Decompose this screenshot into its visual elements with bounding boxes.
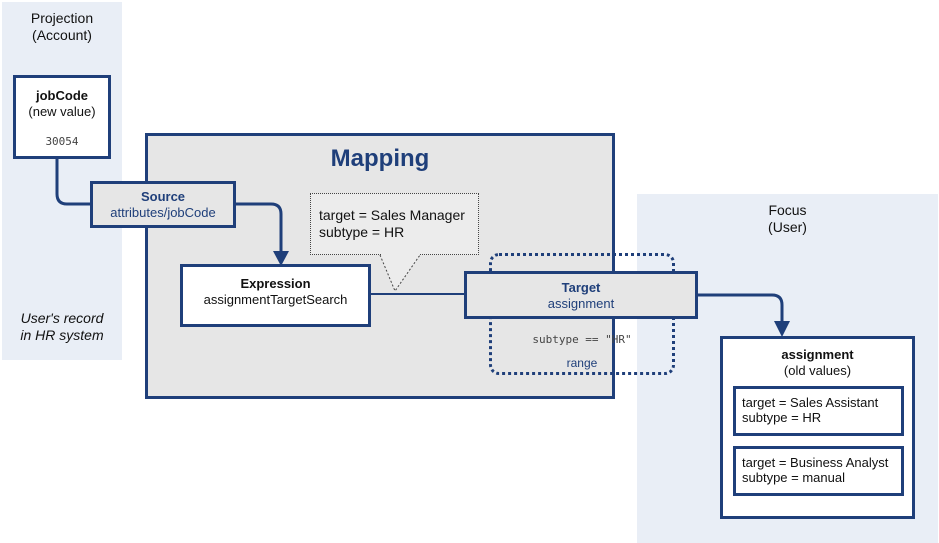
callout-tail-join: [381, 253, 419, 256]
projection-title-line1: Projection: [30, 10, 94, 26]
jobcode-to-source-line: [55, 158, 92, 206]
source-title: Source: [140, 189, 186, 204]
projection-title-line2: (Account): [32, 27, 92, 43]
callout-line1: target = Sales Manager: [319, 207, 465, 223]
expression-title: Expression: [240, 276, 311, 291]
projection-note-line2: in HR system: [20, 327, 104, 343]
assignment-value-line2: subtype = HR: [742, 410, 822, 425]
projection-note: User's record in HR system: [2, 310, 122, 344]
target-to-assignment-arrow: [697, 293, 784, 322]
jobcode-subtitle: (new value): [28, 104, 96, 119]
assignment-value-item: target = Sales Assistant subtype = HR: [733, 386, 904, 436]
assignment-box: assignment (old values) target = Sales A…: [720, 336, 915, 519]
callout-tail: [379, 254, 421, 293]
projection-title: Projection (Account): [2, 10, 122, 44]
source-box: Source attributes/jobCode: [90, 181, 236, 228]
callout-bubble: target = Sales Manager subtype = HR: [310, 193, 479, 255]
assignment-subtitle: (old values): [783, 363, 852, 378]
focus-title: Focus (User): [637, 202, 938, 236]
focus-title-line2: (User): [768, 219, 807, 235]
source-to-expression-arrowhead: [273, 251, 289, 266]
projection-note-line1: User's record: [20, 310, 104, 326]
assignment-value-line1: target = Business Analyst: [742, 455, 889, 470]
focus-title-line1: Focus: [768, 202, 807, 218]
assignment-value-line1: target = Sales Assistant: [742, 395, 879, 410]
assignment-value-line2: subtype = manual: [742, 470, 845, 485]
mapping-title: Mapping: [330, 145, 430, 172]
jobcode-value: 30054: [45, 135, 79, 148]
assignment-value-item: target = Business Analyst subtype = manu…: [733, 446, 904, 496]
target-to-assignment-arrowhead: [774, 321, 790, 337]
expression-box: Expression assignmentTargetSearch: [180, 264, 371, 327]
expression-name: assignmentTargetSearch: [203, 292, 348, 307]
target-box: Target assignment: [464, 271, 698, 319]
source-path: attributes/jobCode: [110, 205, 216, 220]
assignment-title: assignment: [781, 347, 854, 362]
jobcode-title: jobCode: [36, 88, 88, 103]
range-condition: subtype == "HR": [532, 333, 632, 346]
range-label: range: [566, 356, 598, 370]
target-path: assignment: [547, 296, 615, 311]
callout-line2: subtype = HR: [319, 224, 405, 240]
jobcode-box: jobCode (new value) 30054: [13, 75, 111, 159]
source-to-expression-arrow: [235, 202, 283, 253]
target-title: Target: [561, 280, 601, 295]
